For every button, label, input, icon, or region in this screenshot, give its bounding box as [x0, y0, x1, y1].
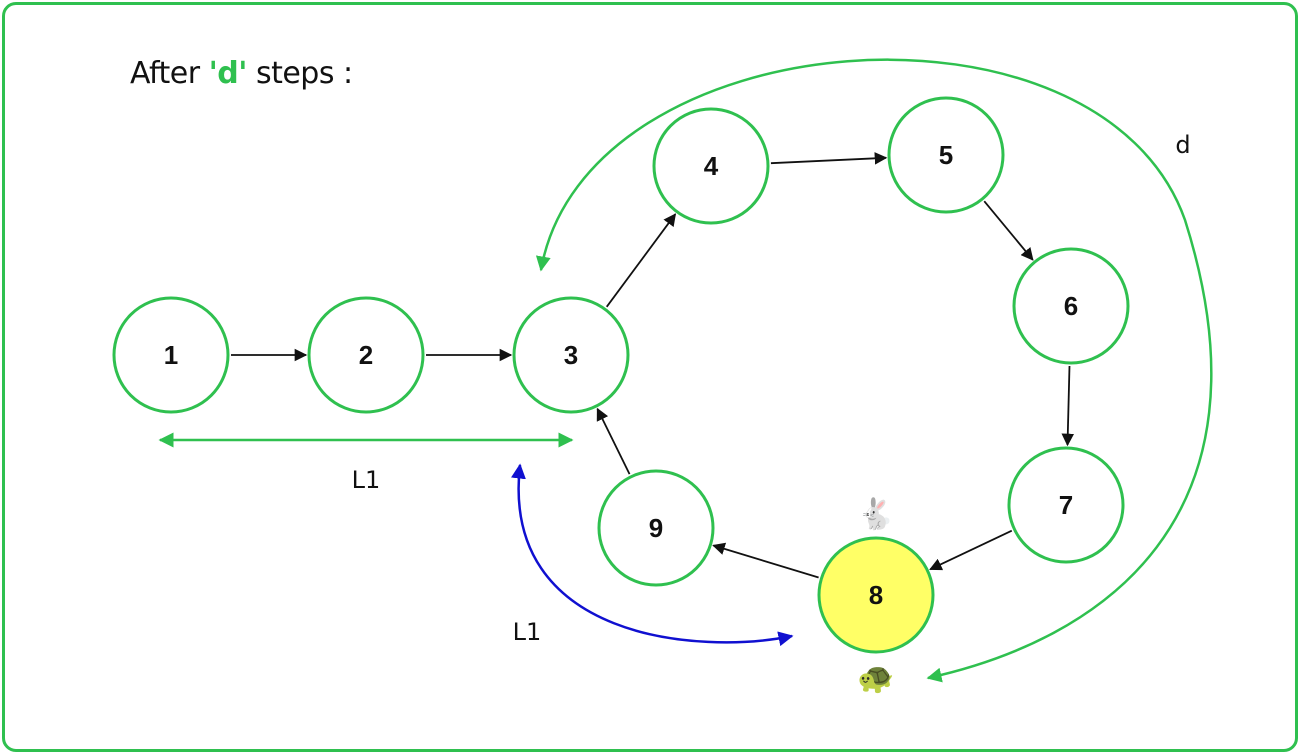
node-circle	[652, 107, 770, 225]
node-label: 1	[164, 340, 178, 370]
node-6: 6	[1012, 247, 1130, 365]
heading: After 'd' steps :	[130, 56, 353, 91]
edge-8-9	[712, 542, 819, 579]
node-label: 6	[1064, 291, 1078, 321]
node-label: 9	[649, 513, 663, 543]
node-label: 2	[359, 340, 373, 370]
node-circle	[1007, 446, 1125, 564]
node-3: 3	[512, 296, 630, 414]
node-8: 8	[817, 536, 935, 654]
node-5: 5	[887, 96, 1005, 214]
d-label: d	[1175, 131, 1190, 159]
heading-prefix: After	[130, 56, 209, 91]
nodes-layer: 1 2 3 4 5 6 7 8 9	[112, 96, 1130, 654]
node-2: 2	[307, 296, 425, 414]
d-arc-arrow	[535, 58, 1213, 683]
node-circle	[112, 296, 230, 414]
l1-top-label: L1	[352, 466, 381, 494]
edge-6-7	[1061, 365, 1075, 447]
node-7: 7	[1007, 446, 1125, 564]
heading-highlight: 'd'	[208, 56, 248, 91]
edge-5-6	[983, 200, 1034, 261]
node-4: 4	[652, 107, 770, 225]
node-circle	[887, 96, 1005, 214]
turtle-icon: 🐢	[857, 661, 894, 696]
l1-bottom-label: L1	[513, 618, 542, 646]
node-label: 7	[1059, 490, 1073, 520]
node-1: 1	[112, 296, 230, 414]
edge-7-8	[929, 529, 1013, 571]
edge-3-4	[605, 213, 677, 308]
edge-4-5	[770, 152, 888, 165]
node-circle	[307, 296, 425, 414]
node-label: 3	[564, 340, 578, 370]
node-9: 9	[597, 469, 715, 587]
rabbit-icon: 🐇	[857, 496, 894, 532]
node-label: 4	[704, 151, 719, 181]
node-label: 8	[869, 580, 883, 610]
edge-9-3	[596, 407, 631, 475]
node-label: 5	[939, 140, 953, 170]
heading-suffix: steps :	[246, 56, 353, 91]
node-circle	[1012, 247, 1130, 365]
